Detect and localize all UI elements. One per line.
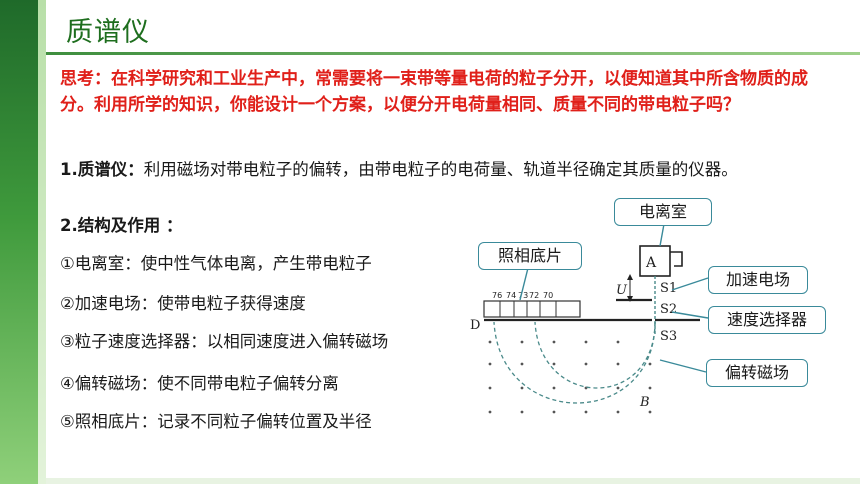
particle-path-small (534, 321, 656, 389)
label-u: U (616, 283, 628, 298)
callout-deflect-field: 偏转磁场 (706, 359, 808, 387)
page-title: 质谱仪 (66, 17, 150, 48)
callout-ion-chamber: 电离室 (614, 198, 712, 226)
callout-accel-field: 加速电场 (708, 266, 808, 294)
definition-text: 利用磁场对带电粒子的偏转，由带电粒子的电荷量、轨道半径确定其质量的仪器。 (143, 160, 738, 179)
label-s1: S1 (660, 281, 677, 296)
film-strip (483, 300, 581, 318)
scale-76: 76 (492, 291, 502, 300)
particle-path-large (493, 321, 656, 404)
structure-heading: 2.结构及作用 ： (60, 216, 183, 235)
item-accel-field: ②加速电场：使带电粒子获得速度 (60, 294, 306, 313)
side-bar-highlight (38, 0, 46, 484)
scale-74: 74 (506, 291, 516, 300)
callout-velocity-selector: 速度选择器 (708, 306, 826, 334)
magnetic-field-dots (488, 340, 652, 414)
item-ion-chamber: ①电离室：使中性气体电离，产生带电粒子 (60, 254, 372, 273)
label-b: B (639, 395, 650, 410)
title-divider (46, 52, 860, 55)
side-bar (0, 0, 38, 484)
scale-73: 73 (518, 291, 528, 300)
item-deflect-field: ④偏转磁场：使不同带电粒子偏转分离 (60, 374, 339, 393)
label-a: A (645, 255, 657, 271)
label-s3: S3 (660, 329, 677, 344)
think-question: 思考：在科学研究和工业生产中，常需要将一束带等量电荷的粒子分开，以便知道其中所含… (60, 69, 808, 115)
label-d: D (470, 318, 480, 333)
scale-70: 70 (543, 291, 553, 300)
item-velocity-selector: ③粒子速度选择器：以相同速度进入偏转磁场 (60, 332, 389, 351)
callout-film: 照相底片 (478, 242, 582, 270)
definition: 1.质谱仪：利用磁场对带电粒子的偏转，由带电粒子的电荷量、轨道半径确定其质量的仪… (60, 158, 800, 182)
definition-label: 1.质谱仪： (60, 160, 144, 179)
bottom-band (46, 478, 860, 484)
scale-72: 72 (529, 291, 539, 300)
label-s2: S2 (660, 302, 677, 317)
item-film: ⑤照相底片：记录不同粒子偏转位置及半径 (60, 412, 372, 431)
